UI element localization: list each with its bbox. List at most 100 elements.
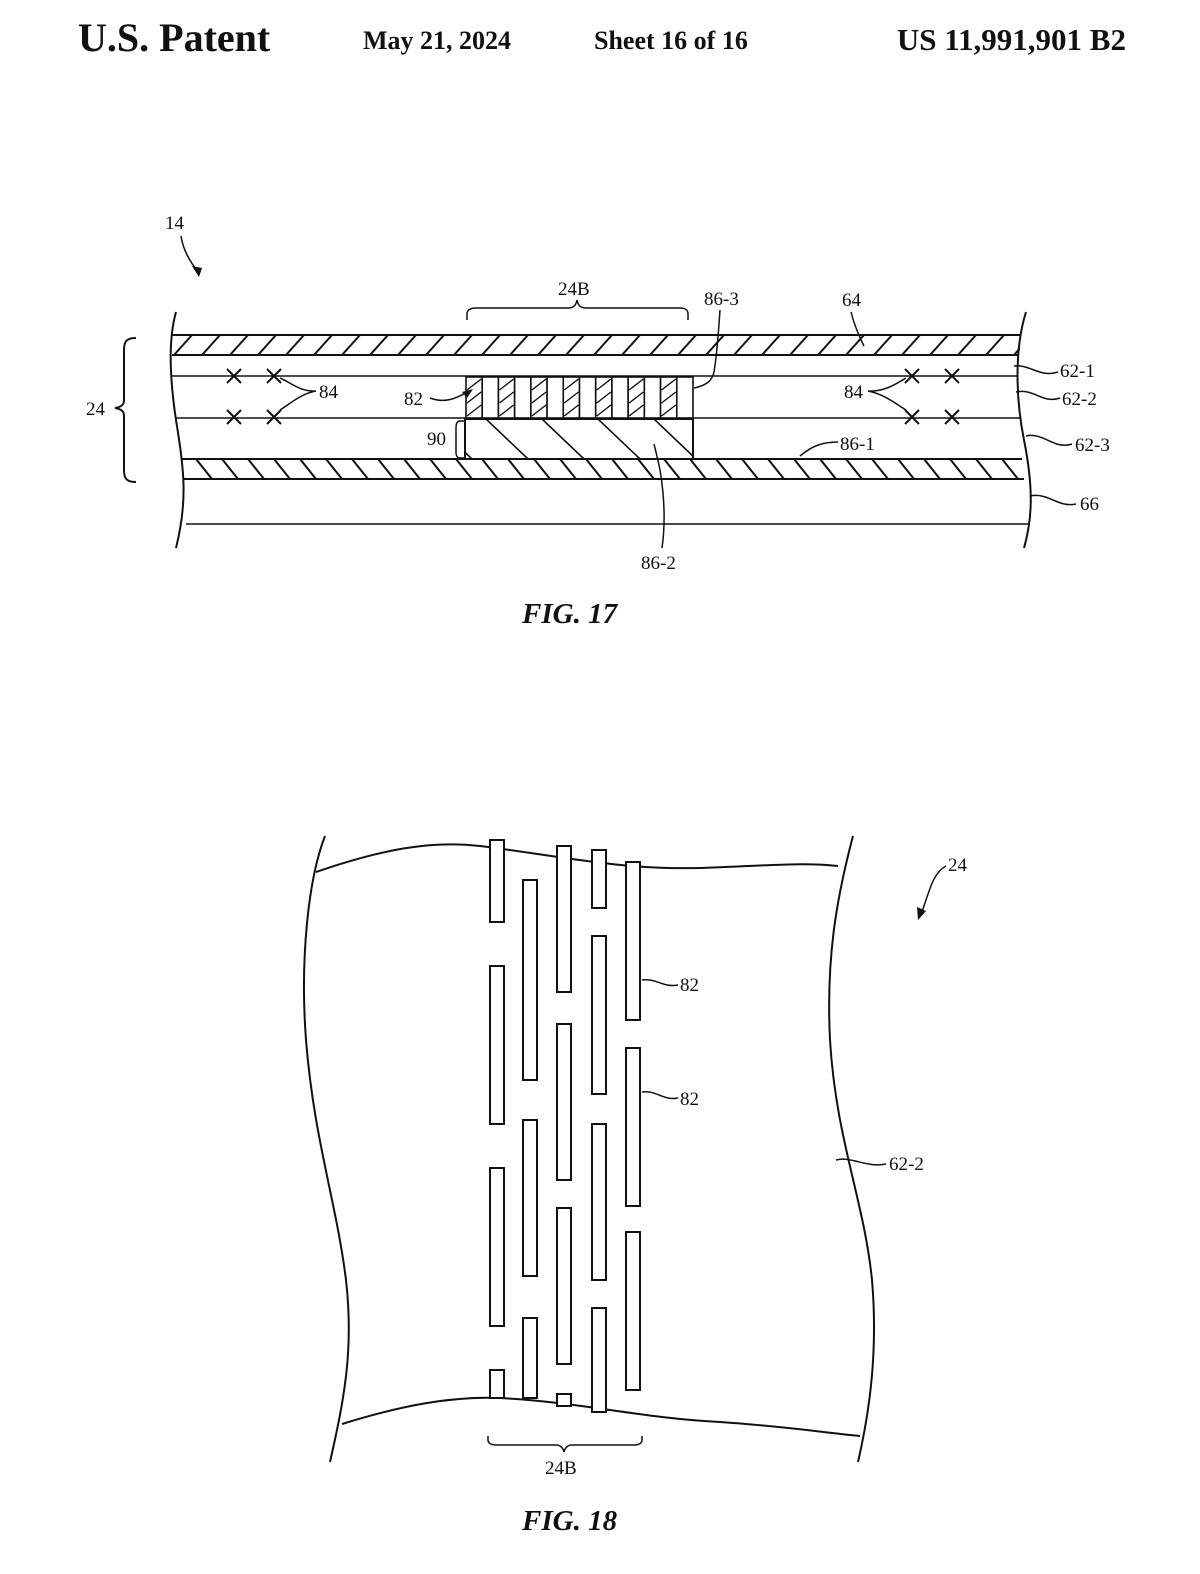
hatch-line (195, 459, 213, 479)
hatch-line (425, 335, 445, 355)
x-mark (944, 409, 960, 425)
hatch-line (817, 335, 837, 355)
slot-region-82 (465, 376, 694, 419)
hatch-line (285, 335, 305, 355)
hatch-line (509, 335, 529, 355)
header-publisher: U.S. Patent (78, 15, 271, 60)
arrowhead-display-18 (917, 907, 926, 920)
x-mark (944, 368, 960, 384)
hatch-line (565, 335, 585, 355)
slot-cell (643, 376, 662, 419)
hatch-line (637, 459, 655, 479)
label-gap: 90 (427, 429, 446, 450)
x-stroke (226, 368, 242, 384)
leader-slot-a (641, 979, 679, 987)
x-mark (226, 409, 242, 425)
label-device: 14 (165, 213, 185, 234)
slot-82 (591, 1307, 607, 1413)
hatch-line (453, 335, 473, 355)
label-layer-62-1: 62-1 (1060, 361, 1095, 382)
label-slots: 82 (404, 389, 423, 410)
leader-84-left (279, 377, 317, 411)
header-date: May 21, 2024 (363, 26, 512, 55)
leader-64 (850, 311, 865, 347)
hatch-line (351, 459, 369, 479)
hatch-line (429, 459, 447, 479)
x-stroke (266, 368, 282, 384)
leader-slot-b (641, 1091, 679, 1100)
hatch-line (789, 335, 809, 355)
slot-array-82 (489, 839, 641, 1413)
slot-82 (522, 879, 538, 1081)
leader-86-2 (653, 443, 665, 549)
slot-cell (578, 376, 597, 419)
hatch-line (257, 335, 277, 355)
hatch-line (369, 335, 389, 355)
hatch-line (949, 459, 967, 479)
hatch-line (621, 335, 641, 355)
cover-64-hatch (173, 335, 1020, 355)
hatch-line (649, 335, 669, 355)
slot-hatch (466, 378, 482, 391)
figure-18-drawing: 24 82 82 62-2 24B FIG. 18 (303, 835, 968, 1537)
slot-82 (625, 1231, 641, 1391)
slot-82 (625, 861, 641, 1021)
slot-82 (591, 1123, 607, 1281)
slot-82 (522, 1317, 538, 1399)
slot-82 (489, 1369, 505, 1399)
hatch-line (689, 459, 707, 479)
hatch-line (537, 335, 557, 355)
break-edge-right (1016, 311, 1032, 549)
hatch-line (201, 335, 221, 355)
label-slot-a: 82 (680, 975, 699, 996)
hatch-line (455, 459, 473, 479)
slot-cell (546, 376, 565, 419)
slot-82 (591, 849, 607, 909)
hatch-line (793, 459, 811, 479)
slot-82 (625, 1047, 641, 1207)
x-mark (904, 368, 920, 384)
hatch-line (733, 335, 753, 355)
slot-hatch (628, 404, 644, 417)
hatch-line (845, 459, 863, 479)
slot-hatch (563, 404, 579, 417)
slot-hatch (563, 391, 579, 404)
hatch-line (957, 335, 977, 355)
hatch-line (221, 459, 239, 479)
x-stroke (266, 409, 282, 425)
hatch-line (901, 335, 921, 355)
hatch-line (247, 459, 265, 479)
slot-hatch (466, 404, 482, 417)
electrode-86-1-hatch (195, 459, 1019, 479)
brace-24B-18 (487, 1436, 643, 1453)
brace-90 (455, 420, 465, 459)
arrowhead-82 (462, 389, 473, 398)
sheet-top-edge (315, 843, 839, 873)
leader-66 (1029, 494, 1077, 506)
slot-hatch (531, 404, 547, 417)
x-stroke (944, 409, 960, 425)
label-electrode-mid: 86-2 (641, 553, 676, 574)
slot-cell (611, 376, 629, 419)
label-display: 24 (86, 399, 106, 420)
arrowhead-device (192, 266, 202, 277)
slot-hatch (596, 391, 612, 404)
slot-cell (675, 376, 694, 419)
hatch-line (923, 459, 941, 479)
leader-62-1 (1013, 365, 1059, 375)
sheet-right-edge (828, 835, 876, 1463)
electrode-86-2-block (464, 418, 694, 460)
hatch-line (663, 459, 681, 479)
hatch-line (710, 419, 752, 459)
break-edge-left (169, 311, 185, 549)
hatch-line (481, 459, 499, 479)
slot-82 (556, 1393, 572, 1407)
hatch-line (173, 335, 193, 355)
label-cover: 64 (842, 290, 862, 311)
slot-hatch (563, 378, 579, 391)
leader-62-2 (1015, 390, 1061, 401)
hatch-line (897, 459, 915, 479)
hatch-line (975, 459, 993, 479)
label-region: 24B (558, 279, 590, 300)
slot-cell (513, 376, 532, 419)
